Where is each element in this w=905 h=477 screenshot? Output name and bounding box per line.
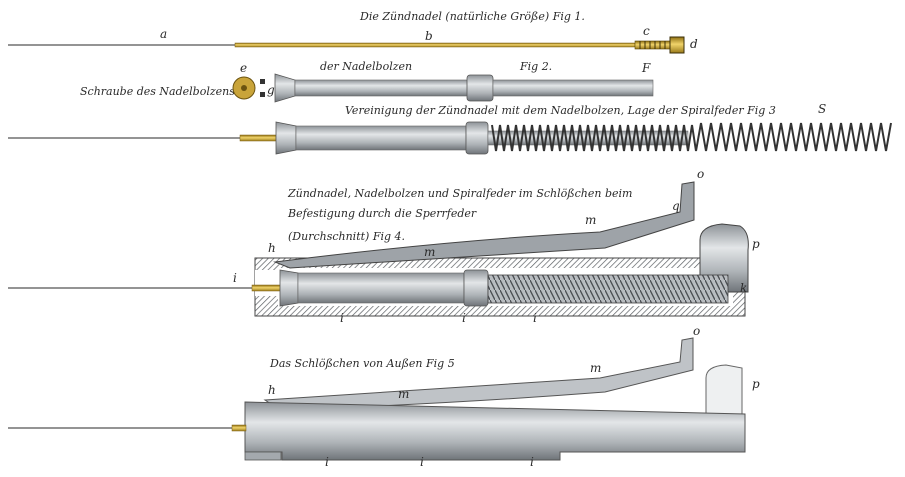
fig5-handle-knob <box>705 364 743 419</box>
label-i-fig5-b: i <box>420 455 424 469</box>
label-i-fig5-a: i <box>325 455 329 469</box>
fig2-needle-bolt: Schraube des Nadelbolzens e g der Nadelb… <box>80 60 654 103</box>
fig4-caption-line2: Befestigung durch die Sperrfeder <box>287 207 477 220</box>
needle-nut <box>669 36 685 54</box>
label-p-fig5: p <box>752 377 760 391</box>
label-g: g <box>267 83 275 97</box>
label-o-fig5: o <box>693 324 700 338</box>
label-o-fig4: o <box>697 167 704 181</box>
label-i-fig4-left: i <box>233 271 237 285</box>
label-k: k <box>740 281 747 295</box>
fig5-catch-spring <box>263 337 694 411</box>
fig5-exterior: Das Schlößchen von Außen Fig 5 h m m o p… <box>8 324 760 469</box>
label-m-fig4-a: m <box>424 245 435 259</box>
label-p-fig4: p <box>752 237 760 251</box>
label-i-fig4-a: i <box>340 311 344 325</box>
bolt-front-shaft <box>294 79 476 97</box>
fig1-caption: Die Zündnadel (natürliche Größe) Fig 1. <box>359 10 585 23</box>
fig4-section: Zündnadel, Nadelbolzen und Spiralfeder i… <box>8 167 760 325</box>
fig3-bolt-head <box>275 121 297 155</box>
bolt-rear-shaft <box>492 79 654 97</box>
fig3-spiral-spring <box>491 122 892 152</box>
bolt-head <box>274 73 296 103</box>
label-i-fig5-c: i <box>530 455 534 469</box>
fig5-caption: Das Schlößchen von Außen Fig 5 <box>269 357 455 370</box>
label-h-fig5: h <box>268 383 276 397</box>
fig3-bolt-body <box>295 125 467 151</box>
fig4-spiral-spring <box>487 274 729 304</box>
fig3-caption: Vereinigung der Zündnadel mit dem Nadelb… <box>345 104 776 117</box>
label-a: a <box>160 27 167 41</box>
label-s: S <box>818 102 826 116</box>
label-d: d <box>690 37 698 51</box>
fig1-needle: Die Zündnadel (natürliche Größe) Fig 1. … <box>8 10 698 54</box>
fig4-caption-line3: (Durchschnitt) Fig 4. <box>288 230 405 243</box>
label-c: c <box>643 24 650 38</box>
fig2-caption-a: der Nadelbolzen <box>320 60 412 73</box>
label-h-fig4: h <box>268 241 276 255</box>
fig3-assembly: Vereinigung der Zündnadel mit dem Nadelb… <box>8 102 892 155</box>
fig2-side-caption: Schraube des Nadelbolzens <box>80 85 235 98</box>
label-i-fig4-c: i <box>533 311 537 325</box>
fig4-caption-line1: Zündnadel, Nadelbolzen und Spiralfeder i… <box>287 187 632 200</box>
label-m-fig5-b: m <box>590 361 601 375</box>
label-m-fig4-b: m <box>585 213 596 227</box>
bolt-collar <box>466 74 494 102</box>
fig4-catch-spring <box>273 181 695 269</box>
label-e: e <box>240 61 247 75</box>
label-q: q <box>672 199 680 213</box>
label-i-fig4-b: i <box>462 311 466 325</box>
label-b: b <box>425 29 433 43</box>
fig5-bolt-housing <box>244 401 746 461</box>
fig2-caption-b: Fig 2. <box>519 60 552 73</box>
label-m-fig5-a: m <box>398 387 409 401</box>
needle-shaft-brass <box>234 42 636 48</box>
label-f: F <box>641 61 651 75</box>
fig4-bolt <box>297 272 465 304</box>
